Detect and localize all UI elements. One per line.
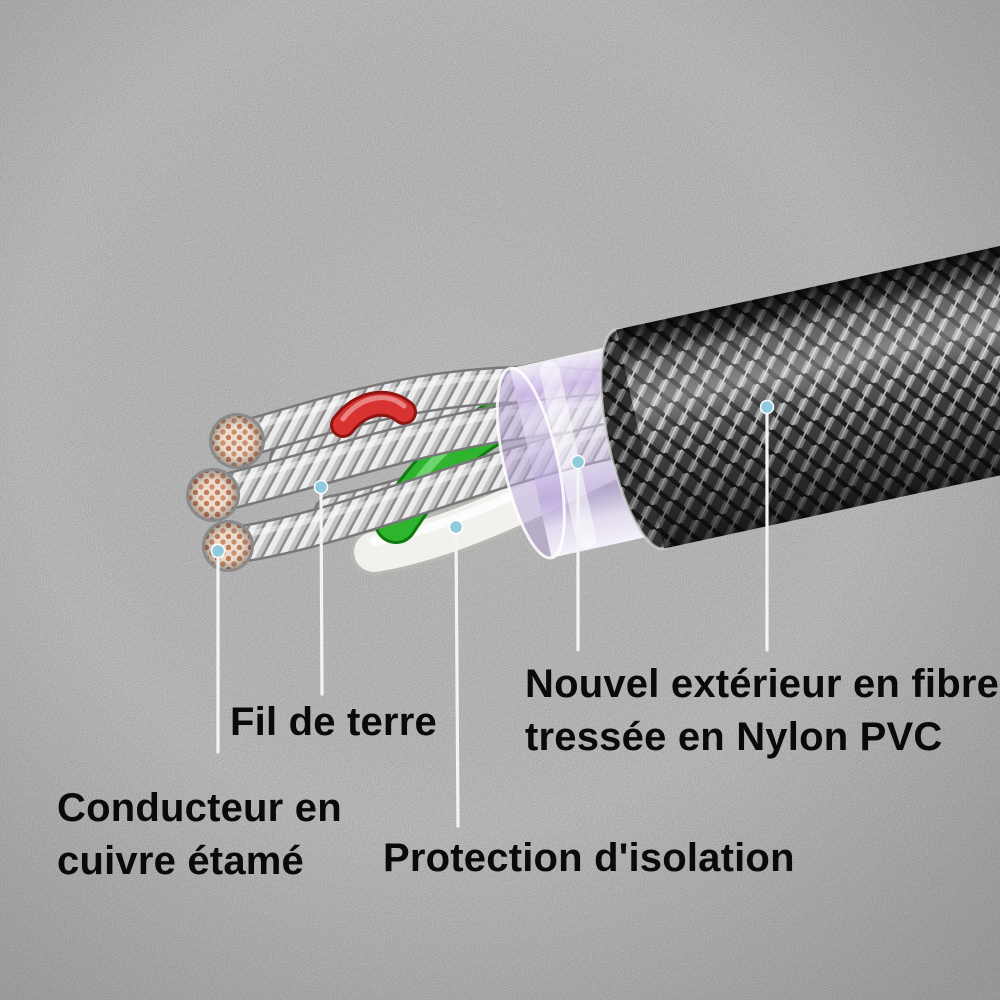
label-braided-exterior-line1: Nouvel extérieur en fibre (525, 662, 1000, 706)
label-insulation: Protection d'isolation (383, 832, 795, 885)
label-braided-exterior: Nouvel extérieur en fibre tressée en Nyl… (525, 658, 999, 764)
callout-dot-braid (759, 399, 775, 415)
label-ground-wire-line1: Fil de terre (230, 700, 437, 744)
callout-dot-ground-wire (313, 479, 329, 495)
callout-dot-copper-conductor (210, 543, 226, 559)
callout-dot-insulation (448, 519, 464, 535)
label-copper-conductor-line2: cuivre étamé (57, 839, 304, 883)
sheath-opening-rim (495, 366, 566, 560)
callouts (210, 399, 775, 828)
callout-line-ground-wire (319, 490, 324, 696)
callout-dot-sheath (570, 454, 586, 470)
callout-line-insulation (454, 530, 460, 828)
label-copper-conductor-line1: Conducteur en (57, 786, 342, 830)
copper-wire-end-2 (186, 468, 240, 522)
label-copper-conductor: Conducteur en cuivre étamé (57, 782, 342, 888)
label-braided-exterior-line2: tressée en Nylon PVC (525, 715, 943, 759)
cable-jacket (495, 214, 1000, 560)
braided-outer-jacket (599, 214, 1000, 551)
label-insulation-line1: Protection d'isolation (383, 836, 795, 880)
copper-wire-end-3 (202, 520, 254, 572)
label-ground-wire: Fil de terre (230, 696, 437, 749)
copper-wire-end-1 (209, 413, 265, 469)
red-wire (330, 390, 417, 438)
